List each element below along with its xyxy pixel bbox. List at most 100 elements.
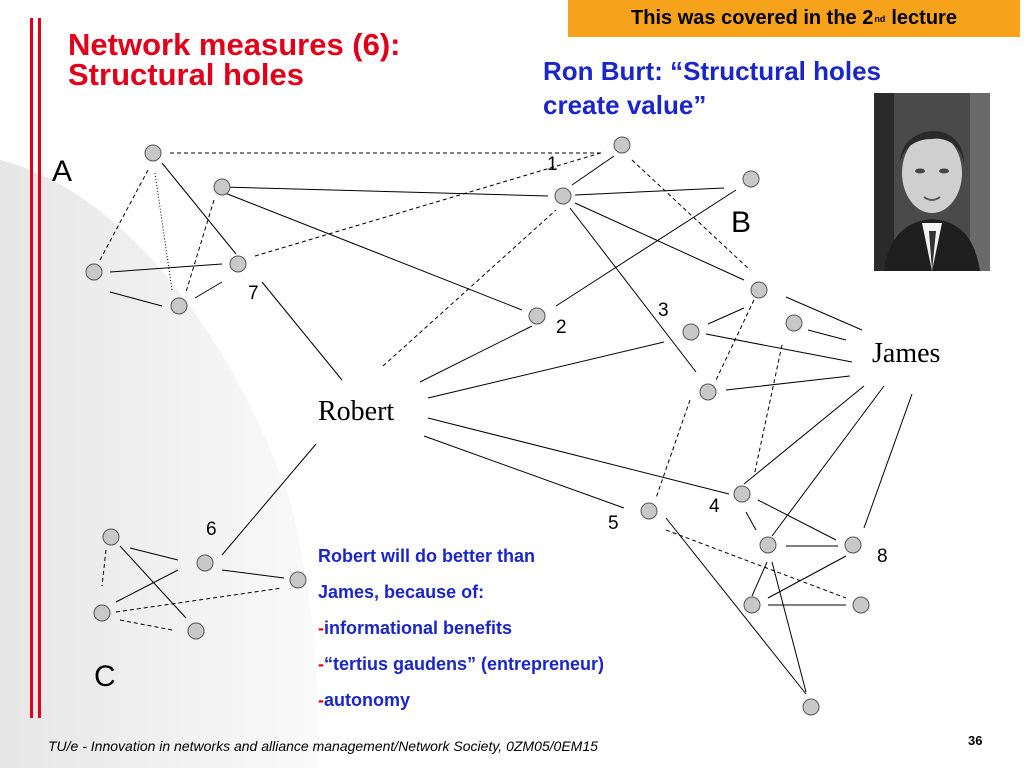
edge [807,329,847,341]
note-item-3: autonomy [324,690,411,710]
footer-text: TU/e - Innovation in networks and allian… [48,738,598,754]
note-item-1: informational benefits [324,618,513,638]
left-red-bar-inner [38,18,41,718]
edge [863,393,913,529]
node-4 [733,485,751,503]
node-label-8: 8 [877,546,888,567]
conclusion-text: Robert will do better than James, becaus… [318,538,604,718]
banner-superscript: nd [874,13,886,24]
dashed-edge [655,399,691,499]
edge [161,162,237,255]
dotted-edge [154,172,173,291]
dashed-edge [99,169,149,261]
robert-label: Robert [318,396,395,427]
edge [571,155,615,186]
node [699,383,717,401]
node [742,170,760,188]
banner-suffix: lecture [891,7,957,29]
edge [771,561,807,693]
edge [743,385,865,485]
note-line-2: James, because of: [318,582,485,602]
node-5 [640,502,658,520]
dashed-edge [254,151,605,257]
edge [725,375,851,391]
node-2 [528,307,546,325]
edge [705,333,853,363]
node-8 [844,536,862,554]
dashed-edge [753,344,783,477]
note-item-2: “tertius gaudens” (entrepreneur) [324,654,605,674]
edge [665,517,807,695]
note-line-1: Robert will do better than [318,546,536,566]
edge [423,435,625,509]
dashed-edge [631,159,751,271]
james-label: James [872,338,941,369]
edge [574,202,745,281]
dashed-edge [119,619,173,631]
cluster-label-a: A [52,155,73,188]
edge [109,263,223,273]
edge [419,325,533,383]
note-item: -“tertius gaudens” (entrepreneur) [318,654,605,674]
node-label-1: 1 [547,154,558,175]
node [785,314,803,332]
node-label-2: 2 [556,317,567,338]
node [93,604,111,622]
node [85,263,103,281]
slide-title: Network measures (6): Structural holes [68,27,401,92]
edge [569,207,697,373]
node-label-7: 7 [248,283,259,304]
node [852,596,870,614]
node-6 [196,554,214,572]
edge [771,385,885,537]
node-label-5: 5 [608,513,619,534]
edge [109,291,163,307]
node [170,297,188,315]
node [187,622,205,640]
dashed-edge [382,209,557,367]
edge [574,187,725,196]
node-a-top [144,144,162,162]
edge [221,186,549,197]
node-label-4: 4 [709,496,720,517]
cluster-label-b: B [731,206,752,239]
node [102,528,120,546]
quote-line-1: Ron Burt: “Structural holes [543,56,882,86]
node-label-3: 3 [658,300,669,321]
title-line-2: Structural holes [68,57,304,92]
edge [194,281,223,299]
edge [224,192,523,311]
burt-quote: Ron Burt: “Structural holes create value… [543,54,881,122]
cluster-label-c: C [94,660,116,693]
page-number: 36 [968,733,983,748]
node-3 [682,323,700,341]
edge [427,417,730,495]
node [750,281,768,299]
edge [707,307,745,325]
edge [129,547,179,561]
edge [767,555,847,599]
title-line-1: Network measures (6): [68,27,401,62]
dashed-edge [715,299,755,381]
edge [221,569,285,579]
note-item: -autonomy [318,690,411,710]
edge [757,499,837,541]
left-red-bar [30,18,33,718]
node [743,596,761,614]
edge [261,281,343,381]
edge [555,189,737,307]
node [213,178,231,196]
dashed-edge [115,587,283,613]
node-7 [229,255,247,273]
edge [427,341,665,399]
note-item: -informational benefits [318,618,513,638]
edge [221,443,317,556]
node [802,698,820,716]
edge [745,511,757,531]
quote-line-2: create value” [543,90,707,120]
banner-prefix: This was covered in the 2 [631,7,874,29]
edge [119,545,187,619]
